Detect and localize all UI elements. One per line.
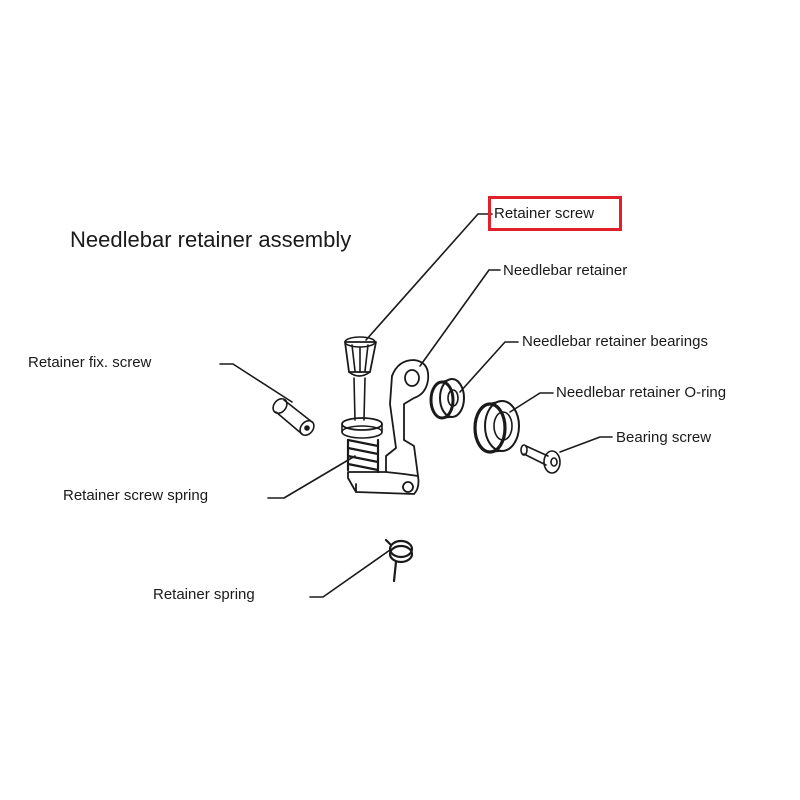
leader-needlebar-retainer [419,269,501,367]
retainer-fix-screw-part [272,397,315,437]
retainer-screw-spring-part [346,438,380,474]
label-retainer-spring: Retainer spring [153,586,255,603]
bearing-screw-part [520,444,561,474]
leader-retainer-screw-spring [267,455,356,499]
label-needlebar-retainer: Needlebar retainer [503,262,628,279]
label-retainer-screw: Retainer screw [494,205,595,222]
highlight-box [488,196,622,231]
leader-retainer-fix-screw [219,363,293,403]
label-retainer-screw-spring: Retainer screw spring [63,487,209,504]
label-needlebar-retainer-oring: Needlebar retainer O-ring [556,384,727,401]
leader-retainer-screw [365,213,493,341]
diagram-title: Needlebar retainer assembly [70,227,352,252]
leader-needlebar-retainer-bearings [459,341,519,393]
needlebar-retainer-part [347,359,430,495]
retainer-spring-part [384,538,414,583]
needlebar-retainer-bearings-part [429,378,465,420]
label-retainer-fix-screw: Retainer fix. screw [28,354,152,371]
needlebar-retainer-oring-part [473,400,520,454]
label-bearing-screw: Bearing screw [616,429,712,446]
leader-retainer-spring [309,549,391,598]
leader-needlebar-retainer-oring [509,392,554,413]
retainer-screw-part [341,336,383,439]
leader-bearing-screw [559,436,613,453]
label-needlebar-retainer-bearings: Needlebar retainer bearings [522,333,708,350]
